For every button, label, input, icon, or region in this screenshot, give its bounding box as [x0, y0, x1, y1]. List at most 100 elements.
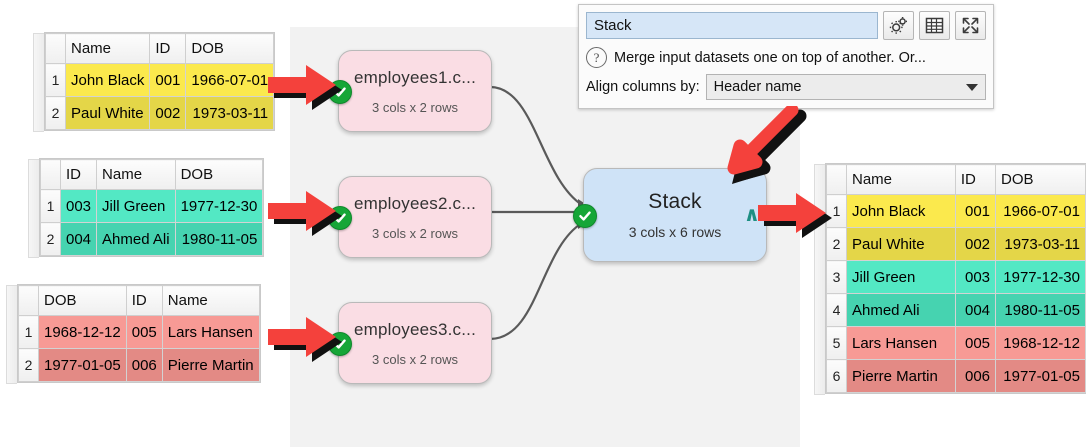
employees2-table[interactable]: ID Name DOB 1 003 Jill Green 1977-12-30 … [40, 159, 264, 256]
table-row[interactable]: 4 Ahmed Ali 004 1980-11-05 [826, 293, 1086, 327]
node-stack[interactable]: Stack 3 cols x 6 rows ∧ [573, 168, 767, 262]
row-index[interactable]: 5 [826, 326, 847, 360]
row-index[interactable]: 2 [45, 96, 66, 130]
column-header[interactable]: Name [846, 164, 956, 195]
node-title: Stack [648, 190, 702, 213]
cell[interactable]: 003 [954, 260, 997, 294]
align-columns-select[interactable]: Header name [705, 74, 986, 100]
employees3-table[interactable]: DOB ID Name 1 1968-12-12 005 Lars Hansen… [18, 285, 260, 382]
column-header[interactable]: Name [96, 159, 176, 190]
column-header[interactable]: ID [125, 285, 163, 316]
cell[interactable]: Lars Hansen [846, 326, 956, 360]
row-index[interactable]: 1 [45, 63, 66, 97]
row-index[interactable]: 2 [826, 227, 847, 261]
column-header[interactable]: ID [59, 159, 98, 190]
cell[interactable]: 004 [59, 222, 98, 256]
table-row[interactable]: 5 Lars Hansen 005 1968-12-12 [826, 326, 1086, 360]
help-icon[interactable]: ? [586, 47, 607, 68]
table-row[interactable]: 1 John Black 001 1966-07-01 [45, 63, 275, 97]
table-row[interactable]: 1 1968-12-12 005 Lars Hansen [18, 315, 260, 349]
column-header[interactable]: Name [161, 285, 260, 316]
node-title: employees2.c... [353, 193, 477, 213]
cell[interactable]: Ahmed Ali [846, 293, 956, 327]
table-row[interactable]: 2 1977-01-05 006 Pierre Martin [18, 348, 260, 382]
expand-icon[interactable] [955, 11, 986, 40]
table-row[interactable]: 2 004 Ahmed Ali 1980-11-05 [40, 222, 264, 256]
node-employees1[interactable]: employees1.c... 3 cols x 2 rows [328, 50, 492, 132]
input-grid-3[interactable]: DOB ID Name 1 1968-12-12 005 Lars Hansen… [6, 285, 260, 384]
table-row[interactable]: 1 003 Jill Green 1977-12-30 [40, 189, 264, 223]
cell[interactable]: 1966-07-01 [185, 63, 275, 97]
column-header[interactable]: DOB [174, 159, 264, 190]
cell[interactable]: 001 [954, 194, 997, 228]
cell[interactable]: 1980-11-05 [174, 222, 264, 256]
cell[interactable]: 005 [954, 326, 997, 360]
employees1-table[interactable]: Name ID DOB 1 John Black 001 1966-07-01 … [45, 33, 275, 130]
row-index[interactable]: 3 [826, 260, 847, 294]
cell[interactable]: 1980-11-05 [995, 293, 1086, 327]
table-row[interactable]: 3 Jill Green 003 1977-12-30 [826, 260, 1086, 294]
node-subtitle: 3 cols x 2 rows [372, 225, 458, 241]
node-employees2[interactable]: employees2.c... 3 cols x 2 rows [328, 176, 492, 258]
cell[interactable]: 002 [149, 96, 187, 130]
cell[interactable]: 1966-07-01 [995, 194, 1086, 228]
table-row[interactable]: 2 Paul White 002 1973-03-11 [45, 96, 275, 130]
node-expand-caret-icon[interactable]: ∧ [743, 204, 760, 226]
cell[interactable]: 001 [149, 63, 187, 97]
panel-align-row: Align columns by: Header name [586, 74, 986, 100]
table-row[interactable]: 6 Pierre Martin 006 1977-01-05 [826, 359, 1086, 393]
table-icon[interactable] [919, 11, 950, 40]
cell[interactable]: 1968-12-12 [995, 326, 1086, 360]
column-header[interactable]: Name [64, 33, 151, 64]
cell[interactable]: John Black [64, 63, 151, 97]
node-employees3[interactable]: employees3.c... 3 cols x 2 rows [328, 302, 492, 384]
cell[interactable]: John Black [846, 194, 956, 228]
item-name-input[interactable] [586, 12, 878, 39]
input-grid-1[interactable]: Name ID DOB 1 John Black 001 1966-07-01 … [33, 33, 275, 132]
column-header[interactable]: DOB [38, 285, 127, 316]
properties-panel[interactable]: ? Merge input datasets one on top of ano… [578, 4, 994, 109]
column-header[interactable]: DOB [995, 164, 1086, 195]
cell[interactable]: 004 [954, 293, 997, 327]
grid-3-scrollbar[interactable] [6, 285, 17, 384]
cell[interactable]: 006 [954, 359, 997, 393]
grid-1-scrollbar[interactable] [33, 33, 44, 132]
cell[interactable]: 1977-01-05 [995, 359, 1086, 393]
row-index[interactable]: 6 [826, 359, 847, 393]
grid-2-scrollbar[interactable] [28, 159, 39, 258]
column-header[interactable]: ID [954, 164, 997, 195]
cell[interactable]: 1977-12-30 [995, 260, 1086, 294]
output-grid-scrollbar[interactable] [814, 164, 825, 395]
cell[interactable]: 006 [125, 348, 163, 382]
table-row[interactable]: 1 John Black 001 1966-07-01 [826, 194, 1086, 228]
cell[interactable]: Pierre Martin [161, 348, 260, 382]
cell[interactable]: Ahmed Ali [96, 222, 176, 256]
output-table[interactable]: Name ID DOB 1 John Black 001 1966-07-01 … [826, 164, 1086, 393]
column-header[interactable]: DOB [185, 33, 275, 64]
cell[interactable]: 005 [125, 315, 163, 349]
cell[interactable]: Pierre Martin [846, 359, 956, 393]
cell[interactable]: Jill Green [846, 260, 956, 294]
cell[interactable]: 1968-12-12 [38, 315, 127, 349]
row-index[interactable]: 2 [40, 222, 61, 256]
table-row[interactable]: 2 Paul White 002 1973-03-11 [826, 227, 1086, 261]
cell[interactable]: Paul White [64, 96, 151, 130]
cell[interactable]: 1977-12-30 [174, 189, 264, 223]
cell[interactable]: 1973-03-11 [995, 227, 1086, 261]
cell[interactable]: Jill Green [96, 189, 176, 223]
cell[interactable]: 002 [954, 227, 997, 261]
cell[interactable]: Paul White [846, 227, 956, 261]
row-index[interactable]: 4 [826, 293, 847, 327]
output-grid[interactable]: Name ID DOB 1 John Black 001 1966-07-01 … [814, 164, 1086, 395]
panel-description: Merge input datasets one on top of anoth… [614, 49, 926, 66]
cell[interactable]: 003 [59, 189, 98, 223]
cell[interactable]: 1973-03-11 [185, 96, 275, 130]
row-index[interactable]: 1 [40, 189, 61, 223]
row-index[interactable]: 1 [18, 315, 39, 349]
input-grid-2[interactable]: ID Name DOB 1 003 Jill Green 1977-12-30 … [28, 159, 264, 258]
cell[interactable]: 1977-01-05 [38, 348, 127, 382]
row-index[interactable]: 2 [18, 348, 39, 382]
cell[interactable]: Lars Hansen [161, 315, 260, 349]
gears-icon[interactable] [883, 11, 914, 40]
column-header[interactable]: ID [149, 33, 187, 64]
